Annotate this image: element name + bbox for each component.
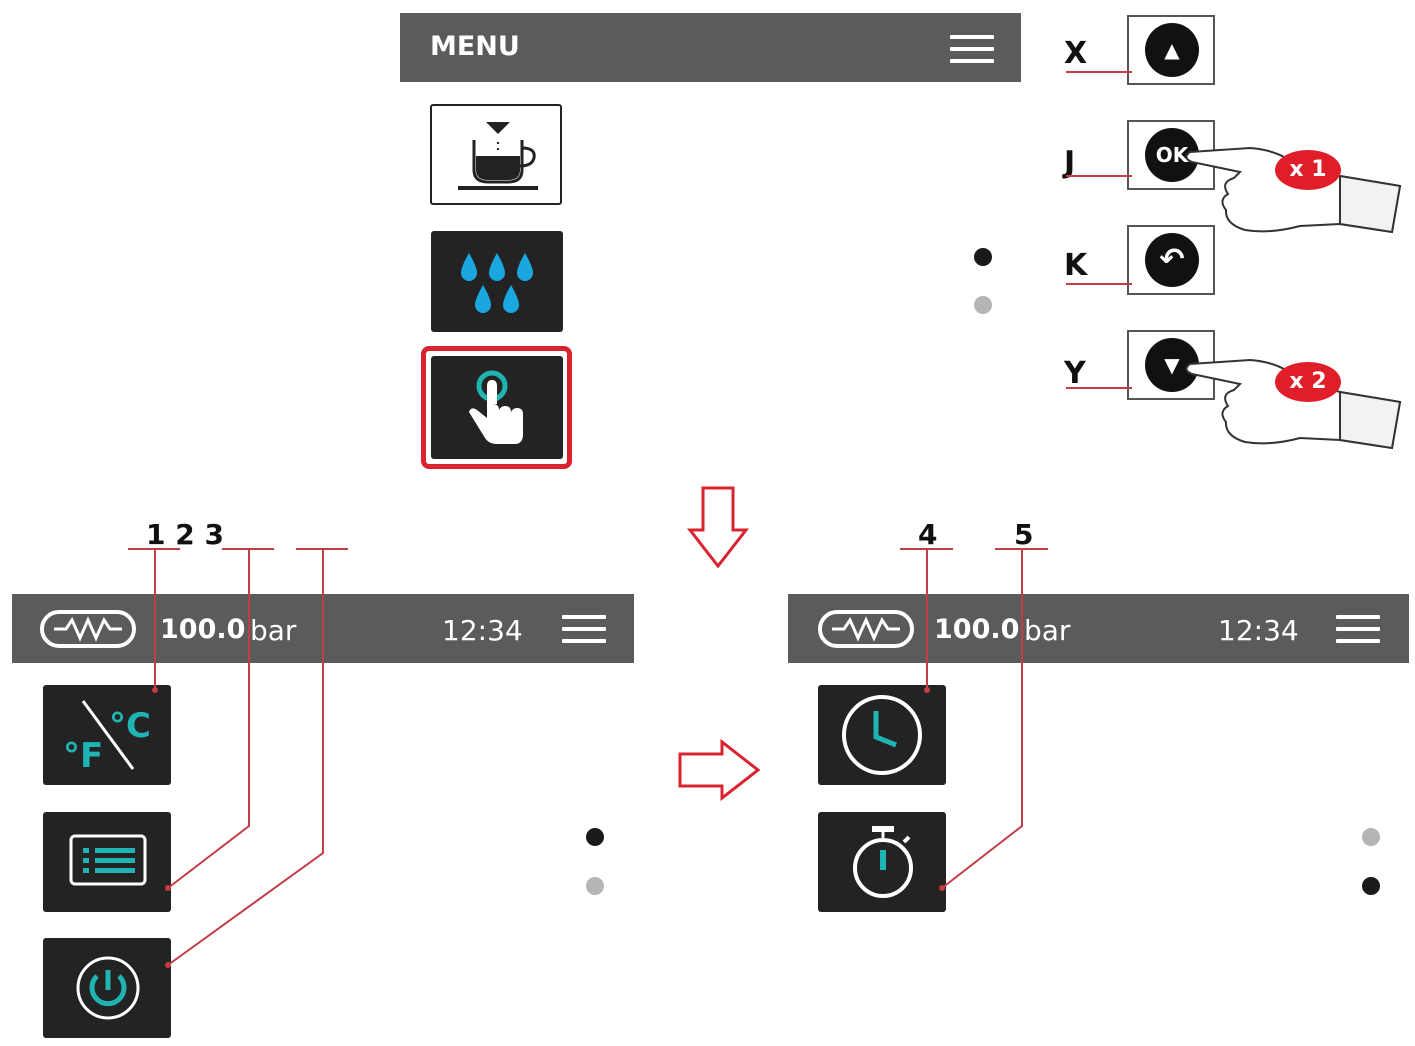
button-x[interactable]: ▲ <box>1127 15 1215 85</box>
pressure-unit: bar <box>1024 614 1071 647</box>
callout-k: K <box>1064 248 1088 283</box>
left-status-bar: 100.0 bar 12:34 <box>12 594 634 663</box>
button-back[interactable]: ↶ <box>1127 225 1215 295</box>
button-ok[interactable]: OK <box>1127 120 1215 190</box>
hamburger-menu-icon[interactable] <box>950 35 994 65</box>
page-dot-active <box>1362 877 1380 895</box>
ok-icon: OK <box>1145 128 1199 182</box>
pressure-value: 100.0 <box>934 614 1020 645</box>
right-status-bar: 100.0 bar 12:34 <box>788 594 1409 663</box>
hamburger-menu-icon[interactable] <box>1336 615 1380 645</box>
down-arrow-icon <box>686 486 750 569</box>
callout-4: 4 <box>918 518 938 551</box>
clock-time: 12:34 <box>1218 614 1299 647</box>
coffee-cup-icon[interactable] <box>430 104 562 205</box>
page-dot-inactive <box>586 877 604 895</box>
pressure-value: 100.0 <box>160 614 246 645</box>
selected-highlight-frame <box>421 346 572 469</box>
heater-icon <box>40 610 136 648</box>
water-drops-icon[interactable] <box>431 231 563 332</box>
menu-header-bar: MENU <box>400 13 1021 82</box>
arrow-down-icon: ▼ <box>1145 338 1199 392</box>
press-count-badge-ok: x 1 <box>1275 150 1341 190</box>
callout-5: 5 <box>1014 518 1034 551</box>
callout-j: J <box>1064 145 1076 180</box>
stopwatch-icon[interactable] <box>818 812 946 912</box>
callout-x: X <box>1064 36 1088 71</box>
fahrenheit-celsius-icon[interactable]: °C °F <box>43 685 171 785</box>
callouts-1-2-3: 1 2 3 <box>146 518 224 551</box>
button-y[interactable]: ▼ <box>1127 330 1215 400</box>
power-icon[interactable] <box>43 938 171 1038</box>
pressure-unit: bar <box>250 614 297 647</box>
svg-text:°C: °C <box>109 706 151 746</box>
touch-icon[interactable] <box>431 356 563 459</box>
right-arrow-icon <box>678 738 761 802</box>
callout-y: Y <box>1064 356 1086 391</box>
clock-time: 12:34 <box>442 614 523 647</box>
press-count-badge-down: x 2 <box>1275 362 1341 402</box>
heater-icon <box>818 610 914 648</box>
svg-text:°F: °F <box>63 736 103 776</box>
hamburger-menu-icon[interactable] <box>562 615 606 645</box>
menu-title: MENU <box>430 31 520 62</box>
page-dot-active <box>974 248 992 266</box>
page-dot-active <box>586 828 604 846</box>
page-dot-inactive <box>1362 828 1380 846</box>
back-icon: ↶ <box>1145 233 1199 287</box>
list-icon[interactable] <box>43 812 171 912</box>
page-dot-inactive <box>974 296 992 314</box>
clock-icon[interactable] <box>818 685 946 785</box>
arrow-up-icon: ▲ <box>1145 23 1199 77</box>
